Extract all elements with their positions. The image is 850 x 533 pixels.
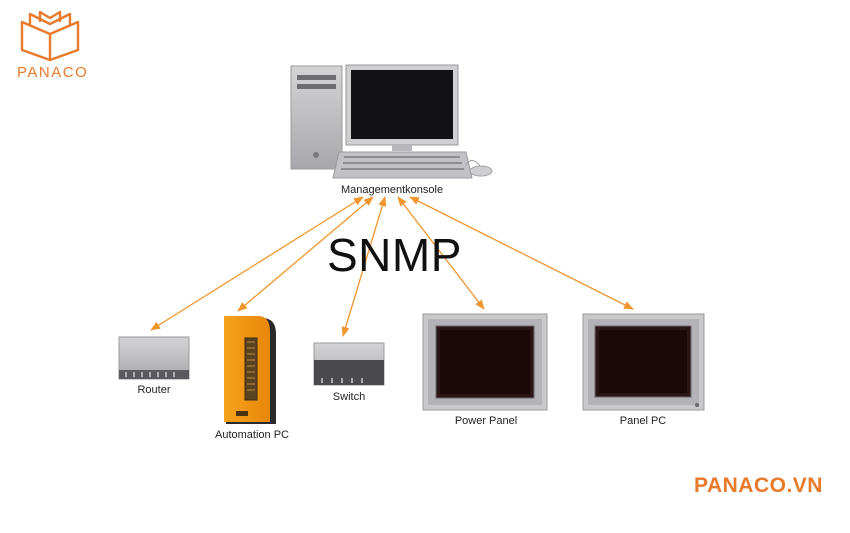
snmp-arrows: [150, 196, 634, 337]
arrow-switch: [341, 196, 387, 337]
automation-pc-icon: [224, 316, 276, 424]
label-automation-pc: Automation PC: [215, 429, 289, 441]
power-panel-icon: [422, 313, 548, 411]
brand-name: PANACO: [17, 64, 89, 81]
label-power-panel: Power Panel: [454, 415, 518, 427]
router-icon: [118, 336, 190, 380]
label-switch: Switch: [332, 391, 366, 403]
management-console-icon: [290, 64, 493, 179]
site-url: PANACO.VN: [694, 474, 823, 497]
panaco-logo-icon: [20, 10, 80, 62]
panel-pc-icon: [582, 313, 705, 411]
label-panel-pc: Panel PC: [619, 415, 667, 427]
label-router: Router: [137, 384, 171, 396]
switch-icon: [313, 342, 385, 386]
label-managementkonsole: Managementkonsole: [340, 184, 444, 196]
arrow-panel-pc: [409, 196, 634, 310]
diagram-title: SNMP: [327, 229, 462, 281]
